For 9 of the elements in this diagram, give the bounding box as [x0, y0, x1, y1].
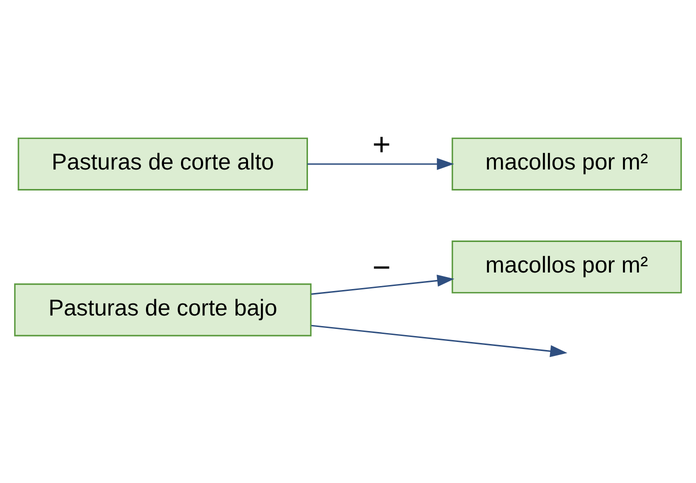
edge-label: −: [372, 250, 391, 285]
node-box: Pasturas de corte alto: [18, 138, 308, 190]
arrow: [307, 158, 454, 170]
edge-label: +: [372, 126, 391, 162]
arrow: [311, 274, 454, 295]
arrow: [311, 324, 568, 358]
node-box: macollos por m²: [452, 240, 682, 294]
node-box: Pasturas de corte bajo: [14, 283, 312, 336]
node-box: macollos por m²: [452, 138, 682, 190]
